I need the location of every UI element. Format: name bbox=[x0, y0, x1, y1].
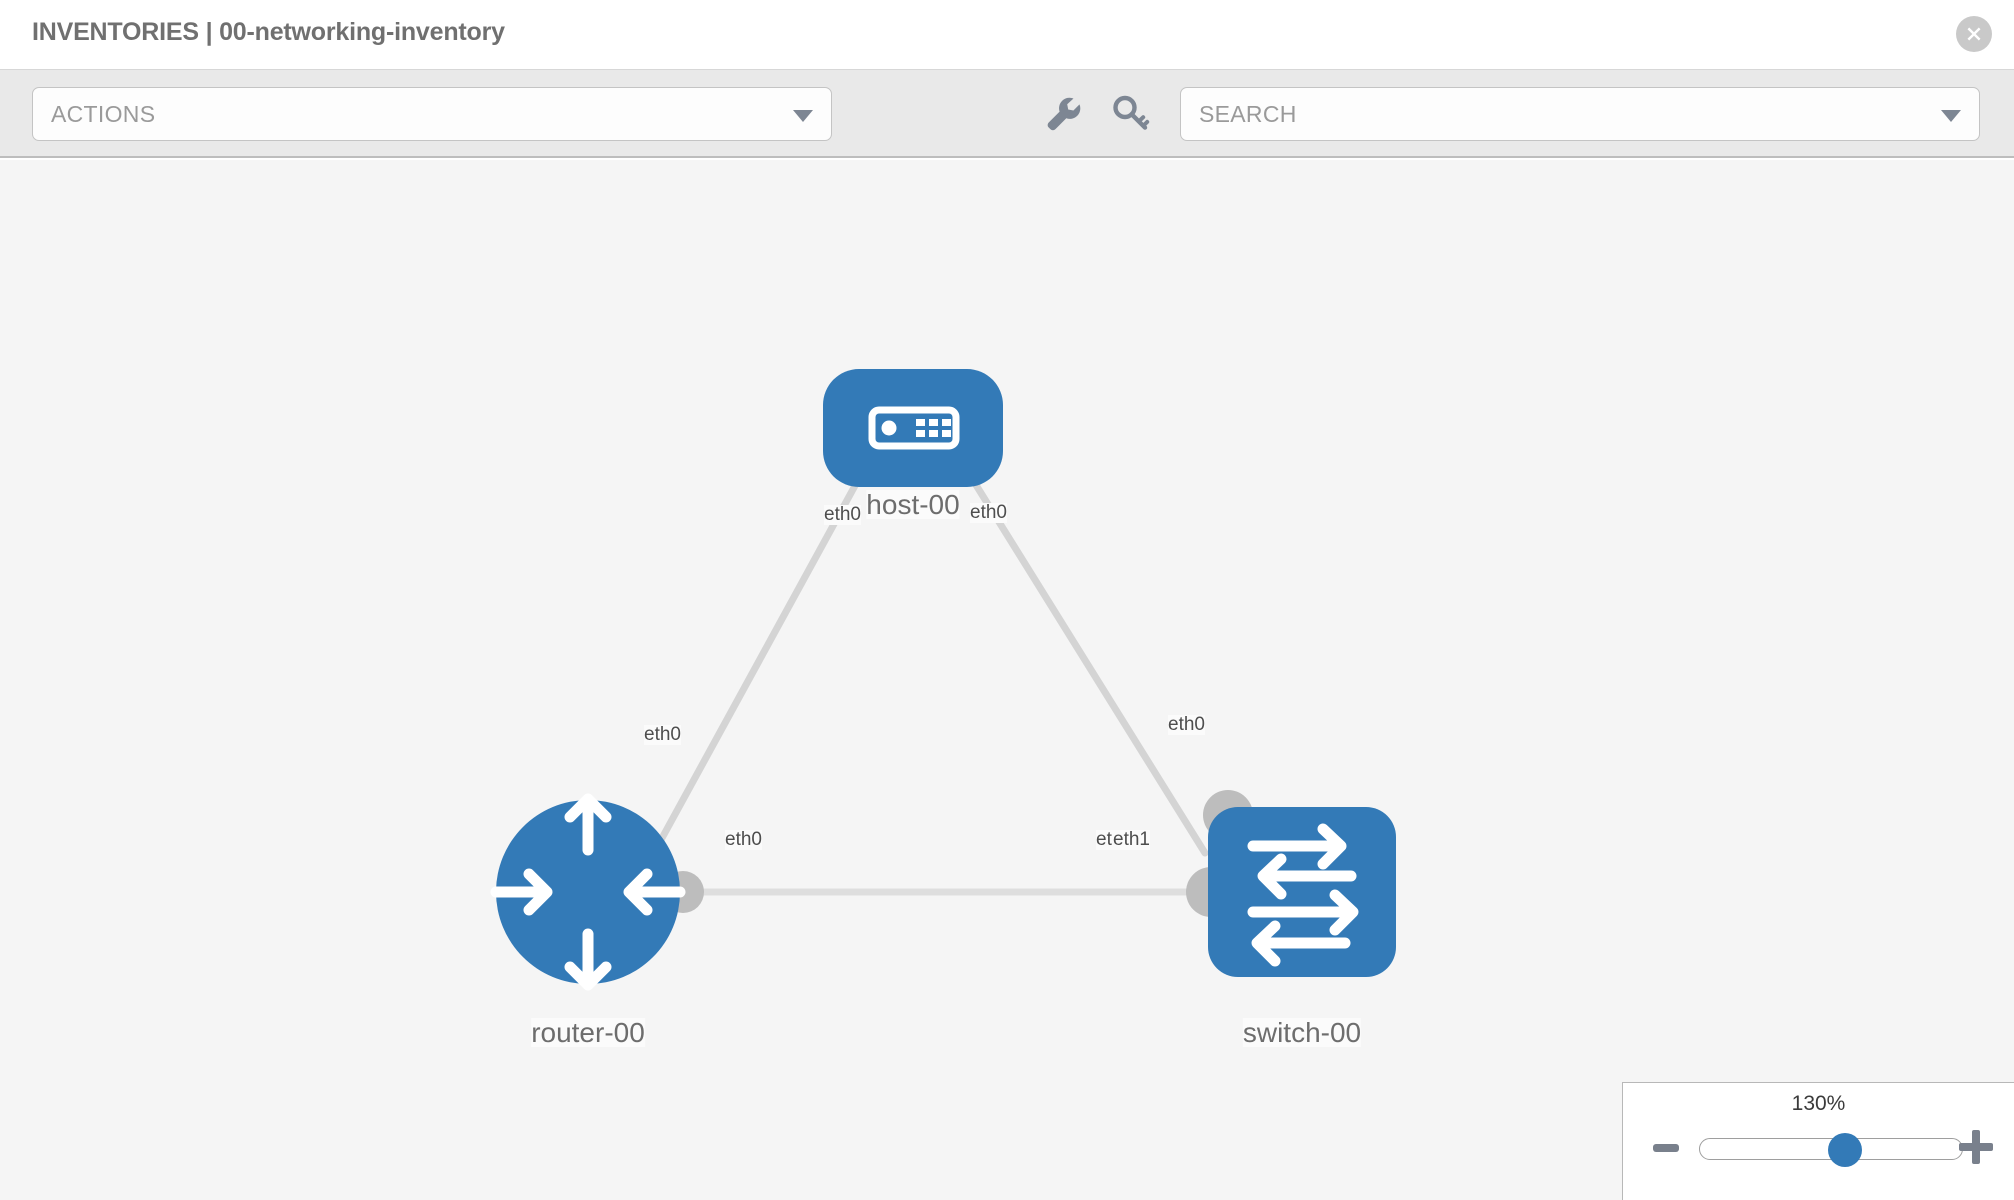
interface-label-host-eth0-switch: eth0 bbox=[970, 502, 1007, 523]
minus-icon[interactable] bbox=[1653, 1144, 1679, 1152]
interface-label-switch-eth0-host: eth0 bbox=[1168, 714, 1205, 735]
interface-label-switch-eth1-router: eth1 bbox=[1113, 829, 1150, 850]
interface-label-host-eth0-router: eth0 bbox=[824, 504, 861, 525]
node-label-host-00: host-00 bbox=[866, 489, 960, 520]
chevron-down-icon[interactable] bbox=[1941, 110, 1961, 122]
server-icon bbox=[868, 406, 960, 450]
chevron-down-icon bbox=[793, 110, 813, 122]
search-placeholder: SEARCH bbox=[1199, 101, 1297, 127]
plus-icon[interactable] bbox=[1959, 1130, 1993, 1164]
interface-label-router-eth0-switch: eth0 bbox=[725, 829, 762, 850]
zoom-control-panel: 130% bbox=[1622, 1082, 2014, 1200]
node-label-switch-00: switch-00 bbox=[1242, 1017, 1362, 1048]
zoom-slider[interactable] bbox=[1699, 1133, 1963, 1167]
link-host-router[interactable] bbox=[646, 436, 884, 864]
node-switch-00[interactable] bbox=[1208, 807, 1396, 977]
zoom-slider-thumb[interactable] bbox=[1827, 1133, 1862, 1167]
page-title: INVENTORIES | 00-networking-inventory bbox=[32, 18, 505, 46]
node-host-00[interactable] bbox=[823, 369, 1003, 487]
switch-arrows-icon bbox=[1247, 823, 1359, 967]
wrench-icon[interactable] bbox=[1043, 92, 1083, 136]
actions-dropdown[interactable]: ACTIONS bbox=[32, 87, 832, 141]
node-router-00[interactable] bbox=[490, 793, 686, 991]
page-header: INVENTORIES | 00-networking-inventory bbox=[0, 0, 2014, 70]
close-icon[interactable] bbox=[1956, 16, 1992, 52]
zoom-level-value: 130% bbox=[1791, 1092, 1846, 1115]
router-arrows-icon bbox=[490, 793, 686, 991]
key-icon[interactable] bbox=[1110, 92, 1150, 136]
node-label-router-00: router-00 bbox=[531, 1017, 645, 1048]
interface-label-router-eth0-host: eth0 bbox=[644, 724, 681, 745]
topology-canvas[interactable]: host-00 router-00 switch-00 eth0 eth0 et… bbox=[0, 160, 2014, 1200]
toolbar: ACTIONS SEARCH bbox=[0, 70, 2014, 158]
topology-graph bbox=[490, 369, 1396, 991]
zoom-slider-row bbox=[1623, 1128, 2014, 1174]
search-input[interactable]: SEARCH bbox=[1180, 87, 1980, 141]
actions-dropdown-label: ACTIONS bbox=[51, 101, 156, 127]
